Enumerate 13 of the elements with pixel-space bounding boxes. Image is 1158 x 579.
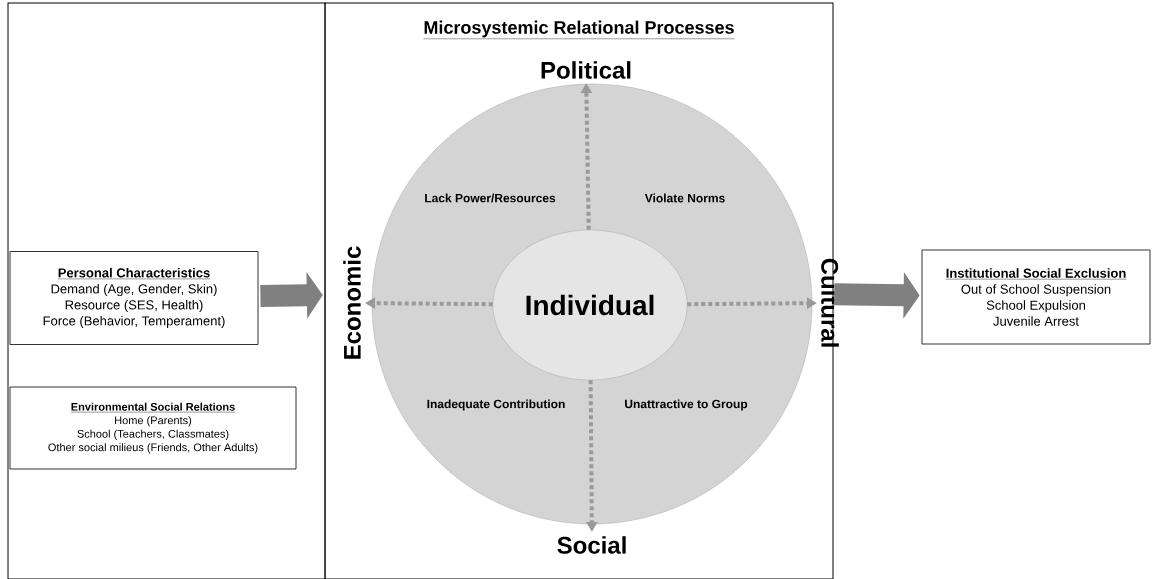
quadrant-label: Unattractive to Group xyxy=(625,399,748,411)
text-box: Environmental Social Relations Home (Parents) School (Teachers, Classmates) Other social milieus (Friends, Other Adults) xyxy=(9,386,297,470)
panel-box xyxy=(7,2,326,579)
axis-label: Social xyxy=(557,536,626,554)
axis-label: Cultural xyxy=(821,258,839,347)
axis-label: Economic xyxy=(343,246,361,359)
quadrant-label: Inadequate Contribution xyxy=(427,399,565,411)
panel-heading: Microsystemic Relational Processes xyxy=(423,20,735,39)
quadrant-label: Violate Norms xyxy=(644,193,725,203)
text-box: Institutional Social Exclusion Out of School Suspension School Expulsion Juvenile Arrest xyxy=(921,249,1151,345)
axis-label: Political xyxy=(541,61,631,79)
quadrant-label: Lack Power/Resources xyxy=(425,193,556,203)
text-box: Personal Characteristics Demand (Age, Gender, Skin) Resource (SES, Health) Force (Behavior, Temperament) xyxy=(9,251,259,345)
